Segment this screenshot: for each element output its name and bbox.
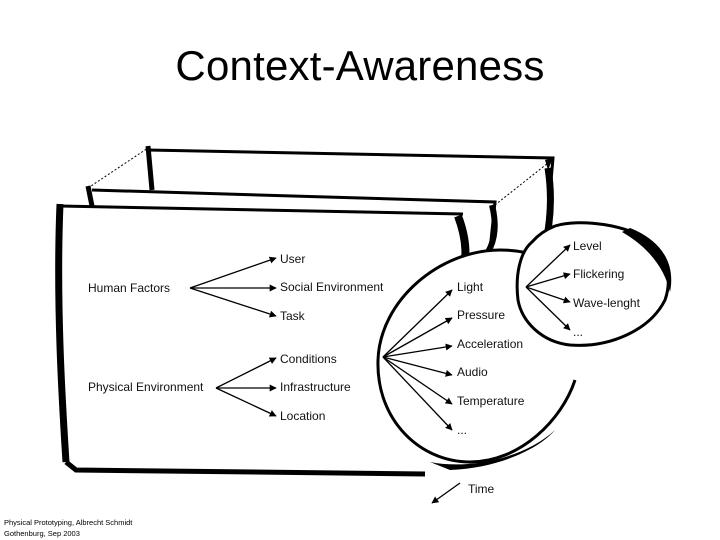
sensor-ellipsis: ... xyxy=(457,423,467,437)
light-wave-length: Wave-lenght xyxy=(573,296,641,310)
time-label: Time xyxy=(468,482,495,496)
human-factor-social-environment: Social Environment xyxy=(280,280,384,294)
sensor-audio: Audio xyxy=(457,365,488,379)
physical-environment-label: Physical Environment xyxy=(88,380,204,394)
human-factor-user: User xyxy=(280,252,305,266)
physical-env-location: Location xyxy=(280,409,325,423)
physical-env-conditions: Conditions xyxy=(280,352,337,366)
human-factors-label: Human Factors xyxy=(88,281,170,295)
middle-frame xyxy=(85,185,498,254)
physical-env-infrastructure: Infrastructure xyxy=(280,380,351,394)
sensor-acceleration: Acceleration xyxy=(457,337,523,351)
sensor-pressure: Pressure xyxy=(457,308,505,322)
slide-title: Context-Awareness xyxy=(175,42,545,89)
light-ellipsis: ... xyxy=(573,325,583,339)
footer-author: Physical Prototyping, Albrecht Schmidt xyxy=(4,518,133,527)
human-factor-task: Task xyxy=(280,309,306,323)
footer-date: Gothenburg, Sep 2003 xyxy=(4,529,80,538)
sensor-temperature: Temperature xyxy=(457,394,525,408)
time-arrow xyxy=(431,482,461,504)
light-flickering: Flickering xyxy=(573,267,624,281)
sensor-light: Light xyxy=(457,280,484,294)
light-level: Level xyxy=(573,239,602,253)
